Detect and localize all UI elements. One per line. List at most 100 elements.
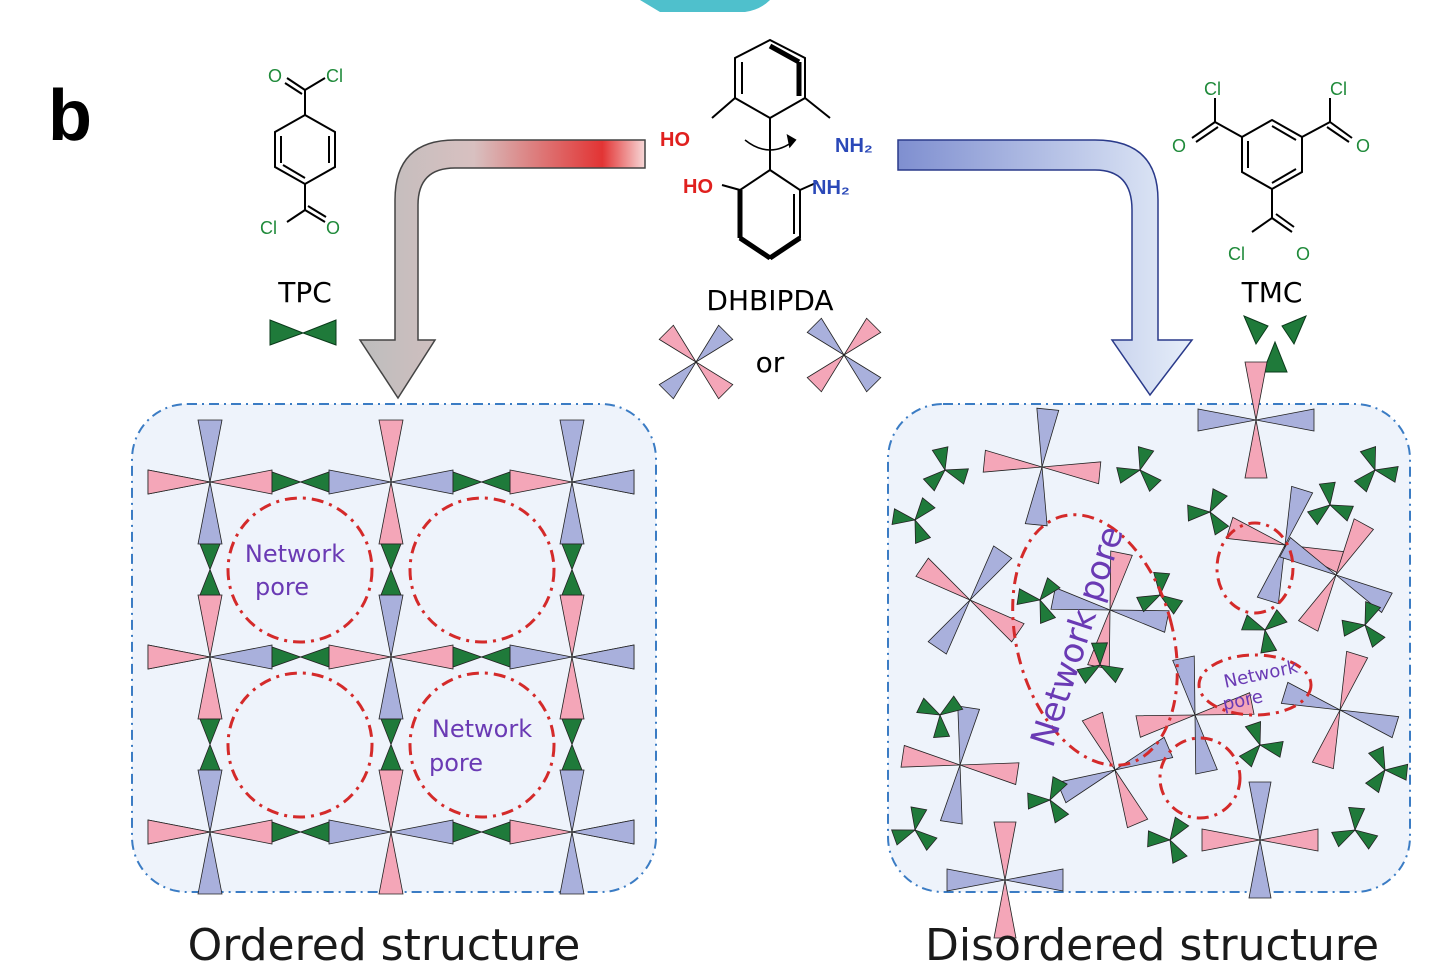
cross-arm: [1284, 485, 1314, 546]
tpc-linker: [380, 743, 402, 771]
tmc-linker: [1359, 446, 1377, 472]
ordered-pore-label-2-line2: pore: [429, 749, 483, 777]
cross-arm: [1248, 781, 1272, 841]
tmc-linker: [1353, 469, 1376, 493]
cross-arm: [197, 831, 223, 895]
tpc-linker: [299, 471, 330, 493]
cross-arm: [147, 469, 211, 495]
disordered-pore-3: [1197, 653, 1313, 717]
ordered-pore-3: [226, 671, 374, 819]
ordered-pore-4: [408, 671, 556, 819]
cross-arm: [378, 831, 404, 895]
cross-arm: [571, 819, 635, 845]
dhbipda-nh2-top: NH₂: [835, 135, 873, 157]
ordered-pore-label-2-line1: Network: [432, 715, 532, 743]
dhbipda-molecule: [711, 38, 831, 261]
tmc-linker: [1139, 469, 1162, 493]
ordered-pores: [226, 496, 556, 819]
tmc-linker: [916, 697, 942, 716]
dhbipda-cross-icon-right: [806, 317, 882, 393]
cross-arm: [1256, 544, 1286, 605]
cross-arm: [959, 762, 1020, 786]
tmc-linker: [922, 469, 946, 492]
cross-arm: [1297, 574, 1337, 632]
tmc-linker: [943, 468, 969, 485]
cross-arm: [1114, 769, 1149, 829]
tmc-name: TMC: [1241, 276, 1303, 309]
tmc-linker: [1027, 792, 1052, 810]
tmc-linker: [914, 829, 938, 851]
tpc-o-top: O: [268, 66, 282, 86]
tmc-linker: [1076, 664, 1101, 684]
tmc-linker: [1258, 741, 1284, 758]
tmc-linker: [1136, 594, 1162, 613]
cross-arm: [1201, 828, 1261, 852]
disordered-structure-box: [887, 403, 1411, 893]
tpc-linker: [452, 471, 483, 493]
cross-arm: [147, 819, 211, 845]
cross-arm: [939, 764, 963, 825]
tpc-linker: [561, 543, 583, 571]
tmc-linker: [1187, 504, 1212, 522]
tpc-linker: [380, 568, 402, 596]
tmc-molecule: [1191, 98, 1353, 233]
tmc-linker: [1383, 763, 1409, 781]
tmc-linker: [1364, 624, 1386, 648]
cross-arm: [1197, 408, 1257, 432]
dhbipda-name: DHBIPDA: [706, 284, 833, 317]
tmc-linker: [1147, 830, 1172, 848]
tmc-cl-right: Cl: [1330, 79, 1347, 99]
tpc-linker: [199, 743, 221, 771]
cross-arm: [1244, 361, 1268, 421]
ordered-network: [147, 419, 635, 895]
tmc-linker: [891, 508, 917, 526]
tmc-linker: [910, 806, 928, 832]
tmc-linker: [1090, 642, 1109, 667]
tmc-linker: [1354, 829, 1379, 850]
tpc-linker: [271, 821, 302, 843]
cross-arm: [1339, 650, 1369, 711]
cross-arm: [1024, 466, 1048, 527]
tpc-linker: [480, 471, 511, 493]
cross-arm: [571, 469, 635, 495]
tpc-linker: [452, 646, 483, 668]
tmc-linker: [1241, 614, 1267, 631]
cross-arm: [658, 361, 697, 400]
disordered-pore-4: [1158, 736, 1242, 820]
tmc-linker: [914, 518, 932, 544]
dhbipda-ho-bottom: HO: [683, 176, 713, 198]
tmc-linker: [914, 497, 936, 521]
ordered-pore-label-1-line2: pore: [255, 573, 309, 601]
ordered-pore-label-1-line1: Network: [245, 540, 345, 568]
tpc-linker: [199, 543, 221, 571]
cross-arm: [1194, 714, 1218, 775]
cross-arm: [559, 831, 585, 895]
cross-arm: [927, 599, 971, 655]
tpc-cl-top: Cl: [326, 66, 343, 86]
tpc-linker: [299, 646, 330, 668]
tmc-linker: [1328, 504, 1354, 522]
or-label: or: [756, 346, 785, 379]
cross-arm: [982, 449, 1043, 473]
tmc-linker: [931, 446, 949, 472]
dhbipda-cross-icon-left: [658, 324, 734, 400]
cross-arm: [1225, 516, 1286, 546]
cross-arm: [993, 821, 1017, 881]
cross-arm: [1335, 518, 1375, 576]
tpc-linker: [480, 821, 511, 843]
tmc-linker: [1039, 577, 1061, 601]
tmc-linker: [933, 713, 951, 738]
tmc-linker: [1238, 744, 1261, 768]
cross-arm: [969, 599, 1025, 643]
tmc-linker: [1367, 746, 1386, 772]
cross-arm: [1248, 839, 1272, 899]
cross-arm: [1041, 461, 1102, 485]
tmc-linker: [1153, 572, 1171, 597]
tmc-linker: [1264, 609, 1288, 631]
cross-arm: [695, 361, 734, 400]
tmc-linker: [1016, 588, 1042, 606]
disordered-pore-2: [1215, 521, 1295, 615]
cross-arm: [1339, 709, 1400, 739]
left-arrow: [358, 139, 646, 400]
cross-arm: [571, 644, 635, 670]
